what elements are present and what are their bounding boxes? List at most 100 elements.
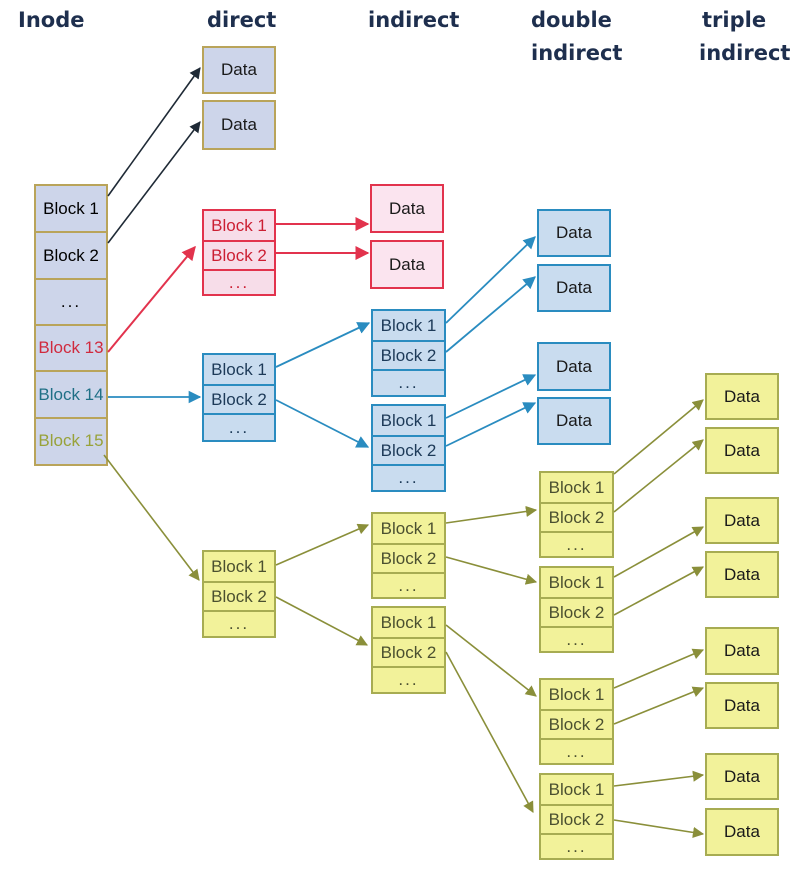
arrow-double-indirect: [445, 374, 537, 419]
arrow-double-indirect: [445, 276, 536, 353]
arrow-triple-indirect: [445, 651, 534, 813]
pointer-ellipsis: ...: [541, 531, 612, 556]
triple-indirect-third-level-block: Block 1 Block 2 ...: [539, 773, 614, 860]
double-indirect-data-block: Data: [537, 264, 611, 312]
header-double-indirect-line1: double: [531, 8, 612, 32]
arrow-triple-indirect: [445, 624, 537, 697]
triple-indirect-second-level-block: Block 1 Block 2 ...: [371, 512, 446, 599]
pointer-ellipsis: ...: [373, 369, 444, 395]
triple-indirect-third-level-block: Block 1 Block 2 ...: [539, 566, 614, 653]
pointer-block-2: Block 2: [204, 581, 274, 610]
pointer-block-1: Block 1: [548, 684, 605, 704]
arrow-direct: [107, 121, 201, 244]
arrow-triple-indirect: [445, 556, 538, 585]
arrow-triple-indirect: [613, 648, 705, 689]
triple-indirect-third-level-block: Block 1 Block 2 ...: [539, 678, 614, 765]
pointer-block-1: Block 1: [548, 572, 605, 592]
pointer-block-2: Block 2: [204, 240, 274, 269]
arrow-triple-indirect: [103, 454, 200, 581]
triple-indirect-second-level-block: Block 1 Block 2 ...: [371, 606, 446, 694]
triple-indirect-pointer-block: Block 1 Block 2 ...: [202, 550, 276, 638]
pointer-block-1: Block 1: [380, 410, 437, 430]
arrow-triple-indirect: [275, 596, 368, 646]
arrow-double-indirect: [445, 402, 537, 447]
pointer-block-1: Block 1: [211, 215, 267, 235]
double-indirect-data-block: Data: [537, 397, 611, 445]
triple-indirect-third-level-block: Block 1 Block 2 ...: [539, 471, 614, 558]
pointer-block-1: Block 1: [211, 556, 267, 576]
pointer-block-2: Block 2: [373, 543, 444, 572]
arrow-triple-indirect: [613, 399, 704, 475]
indirect-data-block: Data: [370, 240, 444, 289]
arrow-double-indirect: [275, 399, 370, 448]
pointer-block-1: Block 1: [548, 477, 605, 497]
header-direct: direct: [207, 8, 277, 32]
double-indirect-pointer-block: Block 1 Block 2 ...: [202, 353, 276, 442]
pointer-block-2: Block 2: [204, 384, 274, 413]
triple-indirect-data-block: Data: [705, 551, 779, 598]
header-double-indirect-line2: indirect: [531, 41, 623, 65]
arrow-triple-indirect: [445, 505, 538, 524]
single-indirect-pointer-block: Block 1 Block 2 ...: [202, 209, 276, 296]
double-indirect-data-block: Data: [537, 209, 611, 257]
pointer-ellipsis: ...: [373, 666, 444, 692]
header-triple-indirect-line1: triple: [702, 8, 767, 32]
pointer-ellipsis: ...: [204, 269, 274, 294]
pointer-block-2: Block 2: [541, 502, 612, 531]
pointer-ellipsis: ...: [541, 626, 612, 651]
arrow-triple-indirect: [613, 526, 704, 578]
inode-block-2: Block 2: [36, 231, 106, 277]
triple-indirect-data-block: Data: [705, 427, 779, 474]
triple-indirect-data-block: Data: [705, 753, 779, 800]
pointer-block-2: Block 2: [541, 709, 612, 738]
arrow-triple-indirect: [275, 523, 370, 566]
triple-indirect-data-block: Data: [705, 808, 779, 856]
pointer-ellipsis: ...: [373, 572, 444, 597]
triple-indirect-data-block: Data: [705, 373, 779, 420]
pointer-block-1: Block 1: [380, 518, 437, 538]
pointer-ellipsis: ...: [204, 413, 274, 440]
pointer-block-2: Block 2: [373, 637, 444, 666]
inode-block-13: Block 13: [36, 324, 106, 370]
pointer-block-2: Block 2: [541, 597, 612, 626]
arrow-triple-indirect: [613, 819, 705, 838]
double-indirect-second-level-block: Block 1 Block 2 ...: [371, 404, 446, 492]
arrow-triple-indirect: [613, 686, 705, 725]
inode-block-15: Block 15: [36, 416, 106, 464]
pointer-block-2: Block 2: [373, 435, 444, 464]
arrow-direct: [107, 67, 201, 197]
arrow-triple-indirect: [613, 770, 705, 787]
inode-ellipsis: ...: [36, 277, 106, 324]
header-triple-indirect-line2: indirect: [699, 41, 791, 65]
triple-indirect-data-block: Data: [705, 682, 779, 729]
indirect-data-block: Data: [370, 184, 444, 233]
pointer-ellipsis: ...: [541, 833, 612, 858]
pointer-block-2: Block 2: [373, 340, 444, 369]
pointer-ellipsis: ...: [204, 610, 274, 636]
direct-data-block: Data: [202, 100, 276, 150]
arrow-double-indirect: [445, 236, 536, 324]
arrow-triple-indirect: [613, 439, 704, 513]
direct-data-block: Data: [202, 46, 276, 94]
pointer-block-1: Block 1: [380, 612, 437, 632]
header-inode: Inode: [18, 8, 85, 32]
inode-block-1: Block 1: [43, 198, 99, 218]
pointer-ellipsis: ...: [541, 738, 612, 763]
triple-indirect-data-block: Data: [705, 627, 779, 675]
pointer-block-1: Block 1: [211, 359, 267, 379]
double-indirect-second-level-block: Block 1 Block 2 ...: [371, 309, 446, 397]
arrow-double-indirect: [275, 322, 371, 368]
pointer-block-1: Block 1: [548, 779, 605, 799]
inode-table: Block 1 Block 2 ... Block 13 Block 14 Bl…: [34, 184, 108, 466]
pointer-block-1: Block 1: [380, 315, 437, 335]
header-indirect: indirect: [368, 8, 460, 32]
double-indirect-data-block: Data: [537, 342, 611, 391]
triple-indirect-data-block: Data: [705, 497, 779, 544]
arrow-single-indirect: [107, 245, 196, 353]
arrow-triple-indirect: [613, 566, 704, 616]
pointer-block-2: Block 2: [541, 804, 612, 833]
pointer-ellipsis: ...: [373, 464, 444, 490]
inode-block-14: Block 14: [36, 370, 106, 416]
